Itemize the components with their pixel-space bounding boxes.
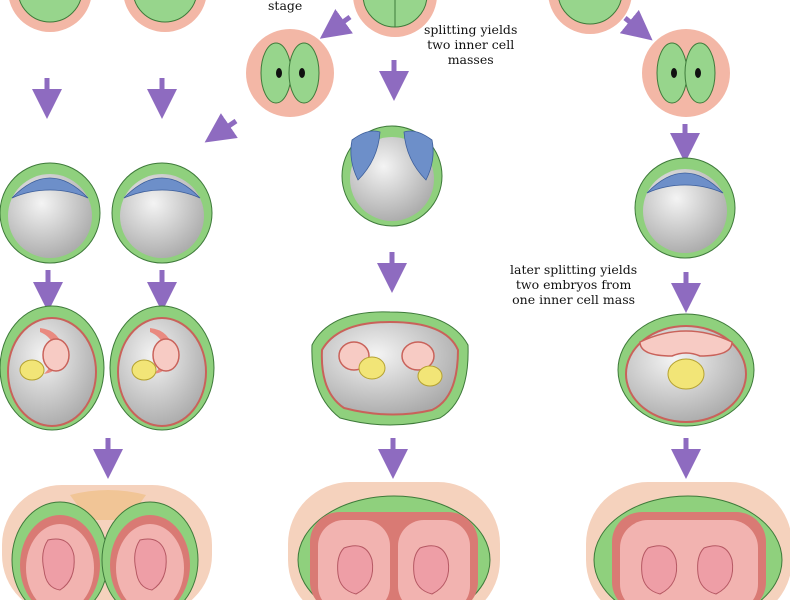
- twins-shared-amnion: [586, 482, 790, 600]
- blastocyst-right: [634, 157, 736, 259]
- arrow: [619, 9, 653, 41]
- twins-separate-placentas: [2, 485, 212, 600]
- label-line: two embryos from: [515, 277, 632, 292]
- blastocyst-two-inner-cell-masses: [341, 125, 443, 227]
- implanted-embryo-2: [109, 305, 215, 431]
- implanted-embryo-right: [617, 313, 755, 427]
- twins-shared-chorion: [288, 482, 500, 600]
- label-line: masses: [447, 52, 494, 67]
- top-cell-4: [548, 0, 632, 34]
- label-later-splitting: later splitting yields two embryos from …: [510, 262, 637, 307]
- two-cell-embryo-left: [246, 29, 334, 117]
- implanted-embryo-1: [0, 305, 105, 431]
- label-line: splitting yields: [424, 22, 518, 37]
- blastocyst-2: [111, 162, 213, 264]
- label-line: later splitting yields: [510, 262, 638, 277]
- arrow: [204, 113, 238, 143]
- top-cell-3: [353, 0, 437, 37]
- arrow: [319, 9, 353, 39]
- blastocyst-1: [0, 162, 101, 264]
- arrows: [32, 9, 701, 479]
- label-splitting-inner-cell-masses: splitting yields two inner cell masses: [424, 22, 517, 67]
- label-stage: stage: [268, 0, 303, 13]
- two-cell-embryo-right: [642, 29, 730, 117]
- implanted-embryo-middle: [311, 311, 469, 426]
- top-cell-2: [124, 0, 206, 32]
- top-cell-1: [9, 0, 91, 32]
- label-line: one inner cell mass: [512, 292, 636, 307]
- label-line: two inner cell: [427, 37, 515, 52]
